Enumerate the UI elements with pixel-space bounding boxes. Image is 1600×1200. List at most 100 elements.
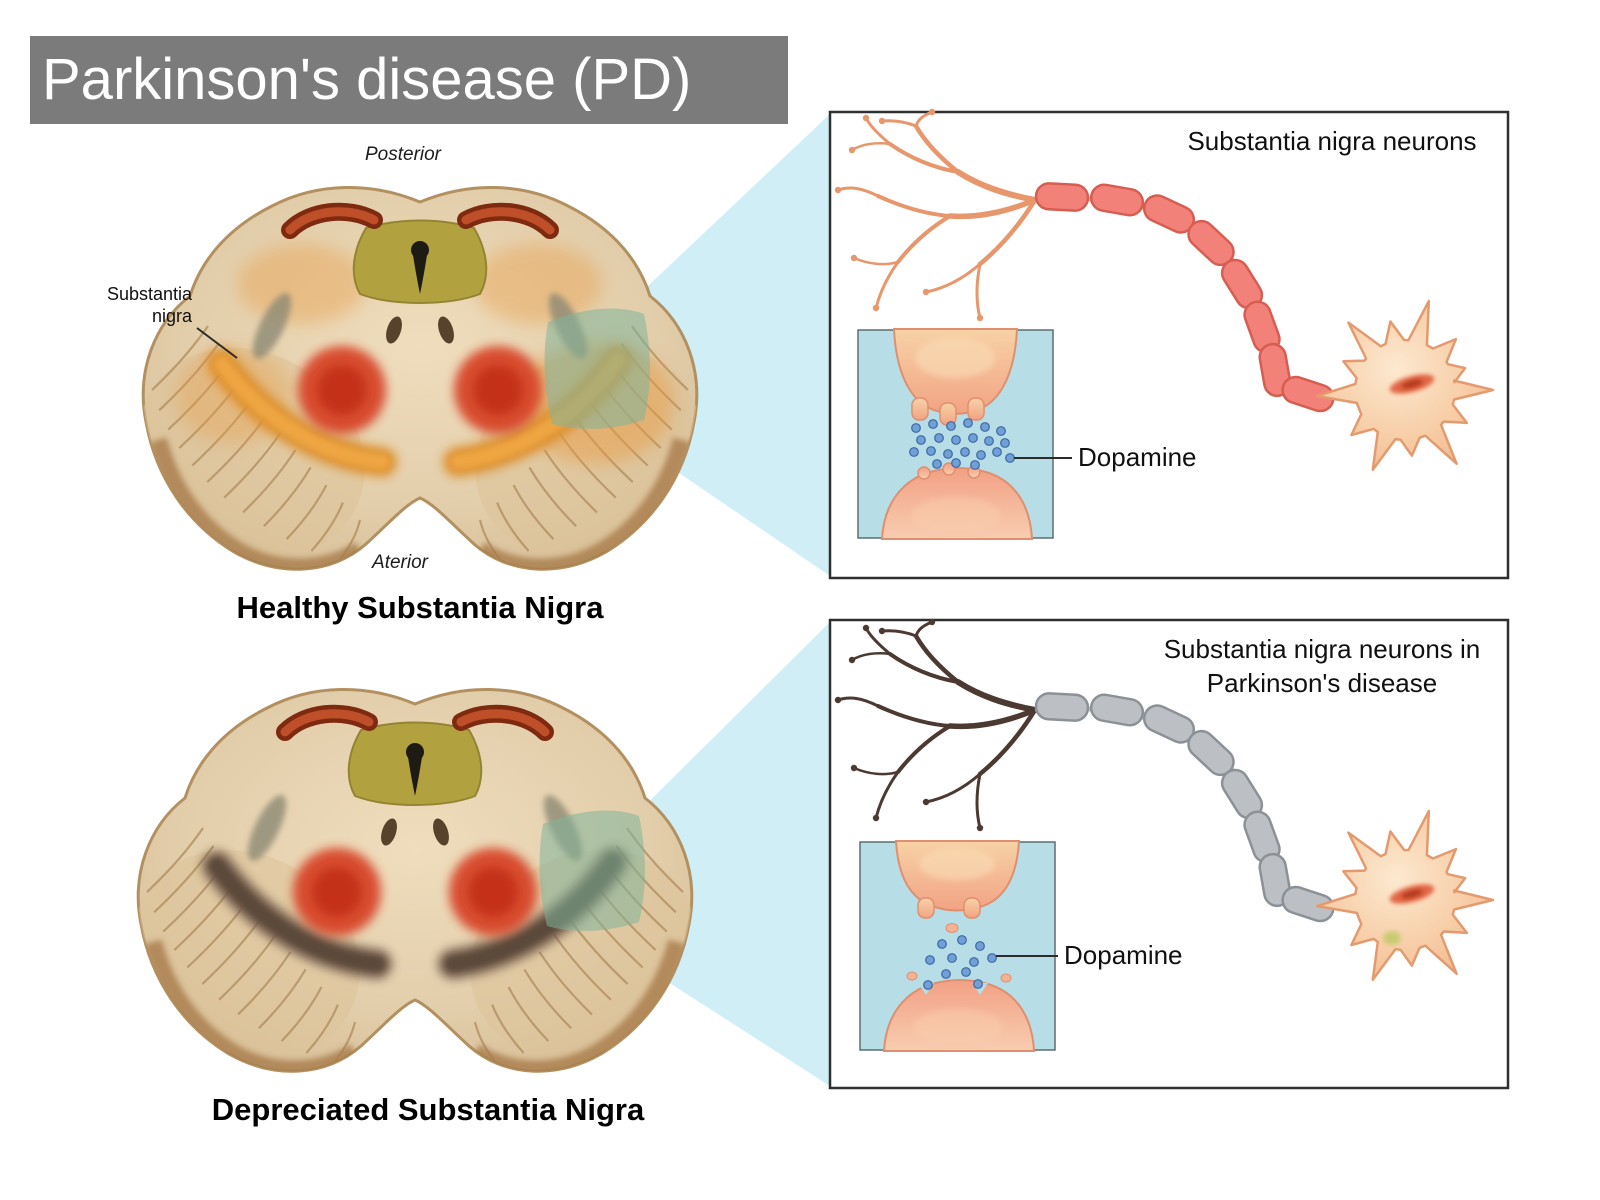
terminal-highlight xyxy=(915,338,995,378)
myelinated-axon xyxy=(1034,182,1381,413)
cerebral-aqueduct-slit xyxy=(413,255,427,294)
fiber-striation xyxy=(523,968,572,1029)
dendrite-tip xyxy=(928,108,936,116)
diseased-midbrain-illustration xyxy=(136,687,694,1073)
myelin-segment xyxy=(1034,182,1090,212)
diseased-synapse-inset xyxy=(859,840,1056,1052)
membrane-fragment xyxy=(906,971,918,981)
dendrite-tip xyxy=(872,814,880,822)
dopamine-molecule xyxy=(947,953,957,963)
bottom-shading xyxy=(144,939,360,1072)
cerebral-aqueduct-slit xyxy=(408,757,422,796)
diseased-brain-caption: Depreciated Substantia Nigra xyxy=(212,1092,645,1127)
myelin-segment xyxy=(1258,852,1292,908)
dendrite-tip xyxy=(850,764,858,772)
soma-nucleolus xyxy=(1401,889,1423,899)
dopamine-molecule xyxy=(969,957,979,967)
dendrite-branch xyxy=(924,772,982,804)
fiber-striation xyxy=(285,484,328,540)
myelin-segment xyxy=(1258,342,1292,398)
dendrite-branch xyxy=(975,262,982,320)
dendrite-tree xyxy=(834,108,1038,322)
substantia-nigra-band-core xyxy=(214,356,390,470)
release-site xyxy=(911,397,929,421)
dopamine-molecule xyxy=(1000,438,1010,448)
bottom-shading xyxy=(470,939,686,1072)
postsynaptic-highlight xyxy=(911,497,1001,533)
cerebral-aqueduct xyxy=(411,241,429,259)
midline-nucleus xyxy=(433,818,449,846)
dopamine-molecule xyxy=(970,460,980,470)
dendrite-tip xyxy=(878,627,886,635)
dendrite-tip xyxy=(848,146,856,154)
dopamine-molecule xyxy=(909,447,919,457)
midline-nucleus xyxy=(438,316,454,344)
lewy-body-spot xyxy=(1383,931,1401,945)
dopamine-molecule xyxy=(996,426,1006,436)
fiber-striation xyxy=(310,502,344,552)
fiber-striation xyxy=(263,466,312,527)
title-banner: Parkinson's disease (PD) xyxy=(30,36,788,124)
dopamine-molecule xyxy=(925,955,935,965)
dendrite-branch xyxy=(888,652,960,684)
dopamine-label-healthy: Dopamine xyxy=(1078,442,1197,472)
dopamine-molecule xyxy=(963,418,973,428)
superior-colliculus-core xyxy=(456,709,550,737)
dopamine-molecule xyxy=(926,446,936,456)
fiber-striation xyxy=(242,449,297,514)
healthy-synapse-inset xyxy=(857,328,1054,540)
dendrite-branch xyxy=(852,766,900,776)
receptor-bump xyxy=(942,462,956,476)
dopamine-molecule xyxy=(960,447,970,457)
dendrite-branch xyxy=(896,214,952,264)
fiber-striation xyxy=(218,933,277,1001)
fiber-striation xyxy=(538,951,593,1016)
dendrite-branch xyxy=(876,194,952,218)
dendrite-branch xyxy=(888,142,960,174)
dendrite-branch xyxy=(896,724,952,774)
dendrite-branch xyxy=(977,197,1038,267)
bottom-shading xyxy=(475,437,691,570)
lateral-gray-streak xyxy=(247,795,287,861)
posterior-label: Posterior xyxy=(365,144,442,165)
postsynaptic-highlight xyxy=(913,1009,1003,1045)
page-title: Parkinson's disease (PD) xyxy=(42,47,692,112)
fiber-striation xyxy=(146,827,204,893)
zoom-connector-diseased xyxy=(578,622,830,1086)
fiber-striation xyxy=(305,1004,339,1054)
diseased-neuron-panel: Substantia nigra neurons in Parkinson's … xyxy=(828,618,1510,1090)
dopamine-molecule xyxy=(987,953,997,963)
dopamine-molecule xyxy=(1005,453,1015,463)
fiber-striation xyxy=(553,933,612,1001)
substantia-nigra-band-core xyxy=(209,858,385,972)
fiber-striation xyxy=(507,986,550,1042)
superior-colliculus-core xyxy=(280,709,374,737)
fiber-striation xyxy=(512,484,555,540)
orange-tint xyxy=(474,244,602,324)
zoom-source-region xyxy=(539,810,645,931)
release-site xyxy=(967,397,985,421)
dopamine-molecule xyxy=(984,436,994,446)
myelin-segment xyxy=(1281,375,1335,413)
dendrite-tip xyxy=(872,304,880,312)
dopamine-molecule xyxy=(976,450,986,460)
dendrite-tip xyxy=(976,824,984,832)
receptor-bump xyxy=(917,466,931,480)
dendrite-branch xyxy=(947,197,1038,220)
fiber-striation xyxy=(280,986,323,1042)
superior-colliculus-core xyxy=(461,207,555,235)
dendrite-tip xyxy=(928,618,936,626)
dendrite-branch xyxy=(876,704,952,728)
substantia-nigra-label-line1: Substantia xyxy=(107,284,193,304)
dendrite-branch xyxy=(975,772,982,830)
dendrite-tip xyxy=(922,798,930,806)
myelin-segment xyxy=(1034,692,1090,722)
healthy-neuron xyxy=(834,108,1495,471)
fiber-striation xyxy=(528,466,577,527)
dendrite-tip xyxy=(862,624,870,632)
red-nucleus-core xyxy=(473,365,523,415)
substantia-nigra-label-line2: nigra xyxy=(152,306,193,326)
fiber-striation xyxy=(153,845,215,914)
dendrite-tip xyxy=(834,186,842,194)
dendrite-branch xyxy=(874,260,900,310)
